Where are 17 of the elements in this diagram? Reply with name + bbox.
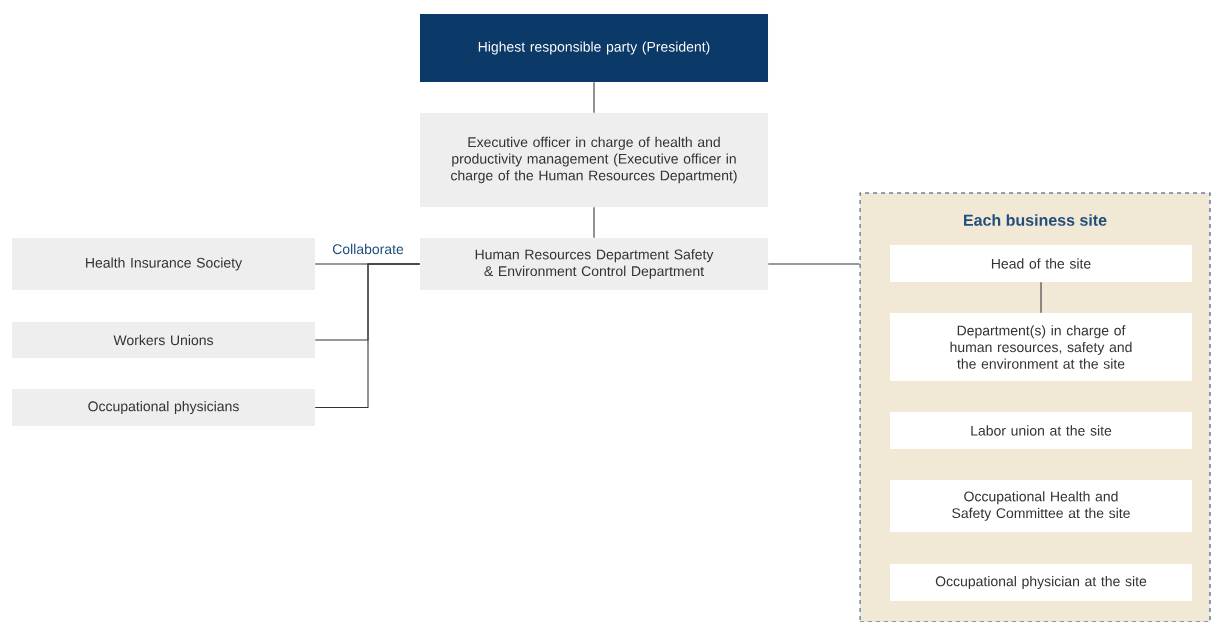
org-box: Occupational Health and Safety Committee at the site: [890, 480, 1192, 532]
connector-line: [1040, 281, 1042, 314]
org-box: Human Resources Department Safety & Environment Control Department: [420, 238, 768, 290]
connector-line: [314, 263, 421, 409]
org-box: Department(s) in charge of human resources, safety and the environment at the site: [890, 313, 1192, 381]
org-box: Workers Unions: [12, 322, 315, 358]
connector-line: [593, 81, 595, 114]
org-box: Labor union at the site: [890, 411, 1192, 450]
org-box: Head of the site: [890, 244, 1192, 283]
org-box: Occupational physician at the site: [890, 563, 1192, 602]
org-box: Executive officer in charge of health and productivity management (Executive officer in charge of the Human Resources Department): [420, 113, 768, 207]
connector-line: [593, 206, 595, 239]
connector-line: [767, 263, 860, 265]
org-box: Highest responsible party (President): [420, 14, 768, 82]
org-box: Health Insurance Society: [12, 238, 315, 290]
org-box: Occupational physicians: [12, 388, 315, 427]
edge-label: Collaborate: [330, 242, 406, 256]
